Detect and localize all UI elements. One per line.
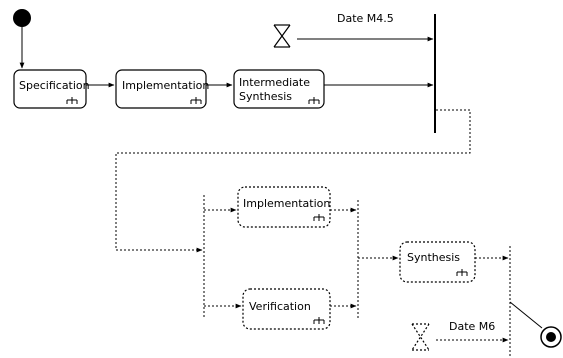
subactivity-rake-icon [190,97,202,104]
hourglass-icon [411,323,430,351]
subactivity-rake-icon [456,269,468,276]
time-event-label-m6: Date M6 [449,320,495,333]
subactivity-rake-icon [66,97,78,104]
subactivity-rake-icon [308,97,320,104]
flow-join-fork [115,109,471,253]
subactivity-rake-icon [313,317,325,324]
action-intermediate-synthesis-label-1: Intermediate [239,76,310,89]
subactivity-rake-icon [313,214,325,221]
action-intermediate-synthesis-label-2: Synthesis [239,90,292,103]
flow-join3-final [509,301,543,329]
action-implementation-1[interactable]: Implementation [115,69,209,109]
action-implementation-2-label: Implementation [243,197,330,210]
action-specification[interactable]: Specification [13,69,90,109]
action-intermediate-synthesis[interactable]: Intermediate Synthesis [233,69,325,109]
action-verification[interactable]: Verification [242,288,331,330]
action-synthesis-label: Synthesis [407,251,460,264]
action-verification-label: Verification [249,300,311,313]
initial-node-icon [13,9,31,27]
time-event-label-m45: Date M4.5 [337,12,394,25]
action-implementation-1-label: Implementation [122,79,209,92]
action-specification-label: Specification [19,79,90,92]
final-node-icon [540,326,562,348]
hourglass-icon [273,24,291,48]
action-synthesis[interactable]: Synthesis [399,241,476,283]
action-implementation-2[interactable]: Implementation [237,186,331,228]
